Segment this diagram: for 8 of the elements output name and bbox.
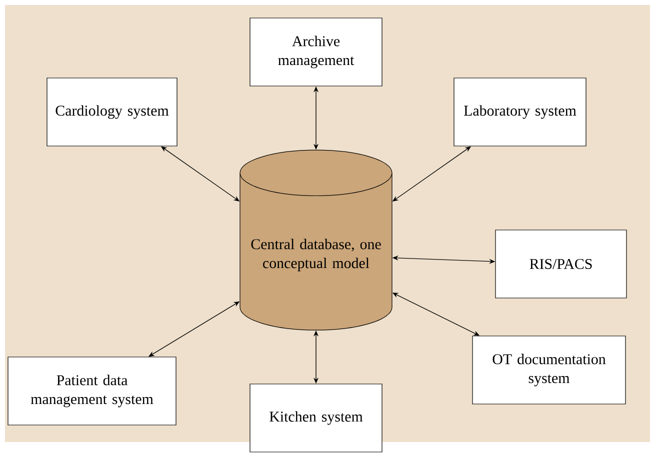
system-box: Kitchen system [250,384,382,452]
system-box: Cardiology system [46,78,178,146]
system-box: RIS/PACS [495,230,627,298]
system-box: Archive management [250,18,382,86]
database-cylinder: Central database, one conceptual model [240,150,392,330]
system-box: OT documentation system [472,336,626,404]
system-box: Laboratory system [454,78,586,146]
system-box: Patient data management system [8,356,176,426]
